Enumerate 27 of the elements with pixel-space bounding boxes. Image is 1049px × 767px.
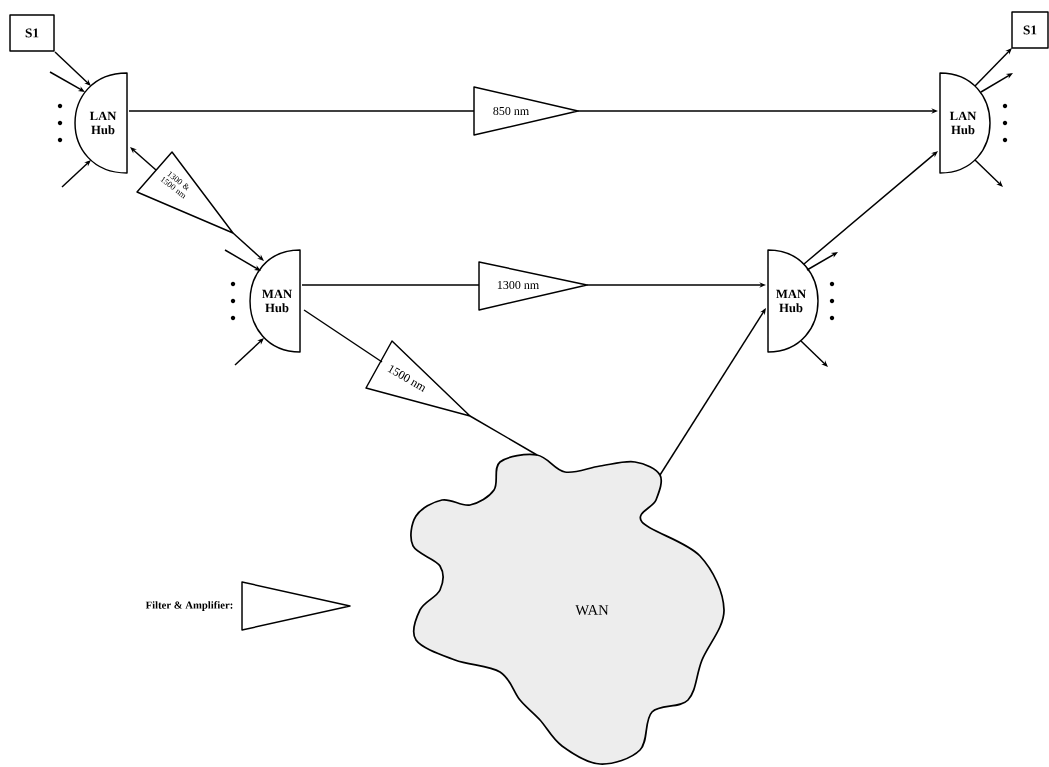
connector-line [128,110,475,112]
arrow [234,338,264,366]
amplifier-triangle [241,581,351,631]
arrow [224,249,261,271]
arrow [974,159,1003,187]
connector-line [303,309,383,363]
legend-label: Filter & Amplifier: [145,601,233,611]
arrow [49,71,85,92]
amplifier-triangle: 850 nm [473,86,579,136]
amplifier-triangle: 1500 nm [365,340,471,417]
arrow [800,340,828,367]
arrow [54,51,91,86]
arrow [803,151,938,265]
arrow [806,252,838,271]
arrow [980,73,1013,93]
network-cloud: WAN [410,453,725,765]
arrow [974,48,1012,87]
connector-line [469,415,538,456]
arrow [130,147,157,171]
arrow [61,160,91,188]
amplifier-triangle: 1300 & 1500 nm [136,151,234,234]
arrow [232,232,264,261]
station-box: S1 [9,14,55,52]
amplifier-triangle: 1300 nm [478,261,588,311]
station-box: S1 [1011,11,1049,49]
arrow [659,308,766,476]
connector-line [301,284,480,286]
